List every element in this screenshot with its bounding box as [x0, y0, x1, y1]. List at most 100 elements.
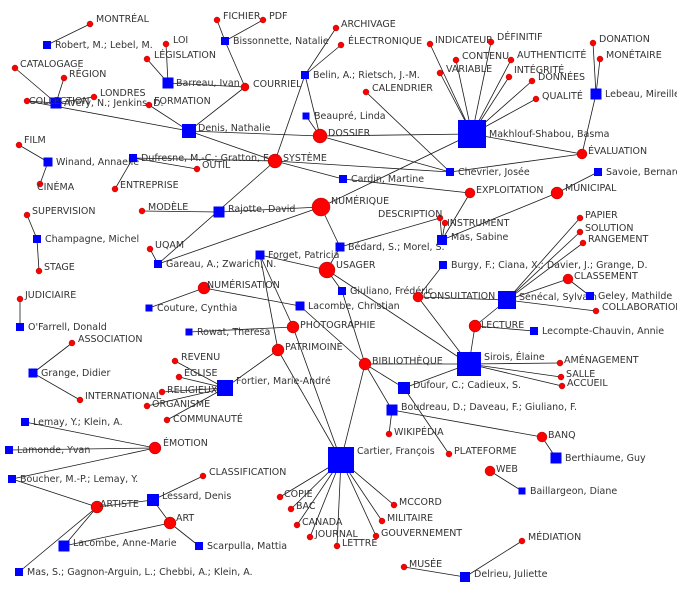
keyword-node-usager[interactable]: USAGER	[318, 260, 376, 279]
keyword-node-donation[interactable]: DONATION	[589, 34, 650, 47]
author-node-baillargeon[interactable]: Baillargeon, Diane	[518, 486, 618, 497]
keyword-node-entreprise[interactable]: ENTREPRISE	[111, 180, 179, 193]
keyword-node-contenu[interactable]: CONTENU	[452, 51, 509, 64]
keyword-node-judiciaire[interactable]: JUDICIAIRE	[16, 290, 76, 303]
keyword-node-banq[interactable]: BANQ	[536, 430, 576, 443]
author-node-dufresne[interactable]: Dufresne, M.-C.; Gratton, E.	[129, 153, 272, 164]
keyword-node-gouvernement[interactable]: GOUVERNEMENT	[372, 528, 462, 540]
author-node-avery[interactable]: Avery, N.; Jenkins, D.	[50, 97, 164, 110]
author-node-robert[interactable]: Robert, M.; Lebel, M.	[43, 40, 153, 51]
keyword-node-fichier[interactable]: FICHIER	[213, 11, 261, 24]
keyword-node-modele[interactable]: MODÈLE	[138, 201, 188, 215]
keyword-node-cinema[interactable]: CINÉMA	[36, 180, 75, 193]
keyword-node-electronique[interactable]: ÉLECTRONIQUE	[337, 35, 422, 49]
author-node-rowat[interactable]: Rowat, Theresa	[185, 327, 271, 338]
author-node-lecompte[interactable]: Lecompte-Chauvin, Annie	[530, 326, 664, 337]
author-node-mas[interactable]: Mas, Sabine	[437, 232, 509, 245]
author-node-gareau[interactable]: Gareau, A.; Zwarich, N.	[154, 259, 276, 270]
author-node-winand[interactable]: Winand, Annaelle	[43, 157, 140, 168]
keyword-node-systeme[interactable]: SYSTÈME	[267, 152, 327, 169]
author-node-forget[interactable]: Forget, Patricia	[255, 250, 340, 261]
keyword-node-monetaire[interactable]: MONÉTAIRE	[596, 49, 662, 63]
author-node-boucher[interactable]: Boucher, M.-P.; Lemay, Y.	[8, 474, 138, 485]
keyword-node-mediation[interactable]: MÉDIATION	[518, 531, 581, 545]
keyword-node-dossier[interactable]: DOSSIER	[312, 128, 371, 144]
author-node-couture[interactable]: Couture, Cynthia	[145, 303, 238, 314]
author-node-berthiaume[interactable]: Berthiaume, Guy	[550, 452, 647, 465]
keyword-node-collection[interactable]: COLLECTION	[23, 96, 90, 107]
keyword-node-papier[interactable]: PAPIER	[576, 210, 618, 222]
author-node-lamonde[interactable]: Lamonde, Yvan	[5, 445, 90, 456]
keyword-node-lecture[interactable]: LECTURE	[468, 319, 524, 333]
keyword-node-uqam[interactable]: UQAM	[146, 240, 184, 253]
keyword-node-rangement[interactable]: RANGEMENT	[579, 234, 648, 247]
author-node-cardin[interactable]: Cardin, Martine	[339, 174, 424, 185]
author-node-sirois[interactable]: Sirois, Élaine	[457, 351, 545, 376]
author-node-boudreau[interactable]: Boudreau, D.; Daveau, F.; Giuliano, F.	[386, 402, 577, 416]
keyword-node-archivage[interactable]: ARCHIVAGE	[332, 19, 396, 32]
keyword-node-numerisation[interactable]: NUMÉRISATION	[197, 279, 280, 295]
keyword-node-classement[interactable]: CLASSEMENT	[562, 271, 638, 285]
keyword-node-authenticite[interactable]: AUTHENTICITÉ	[507, 49, 586, 64]
keyword-node-description[interactable]: DESCRIPTION	[378, 209, 444, 222]
keyword-node-londres[interactable]: LONDRES	[90, 88, 146, 101]
keyword-node-art[interactable]: ART	[163, 513, 194, 530]
keyword-node-mccord[interactable]: MCCORD	[390, 497, 442, 509]
keyword-node-formation[interactable]: FORMATION	[145, 96, 211, 109]
keyword-node-donnees[interactable]: DONNÉES	[528, 71, 585, 85]
author-node-burgy[interactable]: Burgy, F.; Ciana, X.; Davier, J.; Grange…	[439, 260, 647, 271]
keyword-node-canada[interactable]: CANADA	[293, 517, 343, 529]
keyword-node-bibliotheque[interactable]: BIBLIOTHÈQUE	[358, 355, 443, 371]
author-node-mas_multi[interactable]: Mas, S.; Gagnon-Arguin, L.; Chebbi, A.; …	[15, 567, 253, 578]
keyword-node-eglise[interactable]: ÉGLISE	[175, 367, 218, 381]
keyword-node-film[interactable]: FILM	[15, 135, 46, 149]
keyword-node-bac[interactable]: BAC	[287, 501, 316, 513]
author-node-senecal[interactable]: Sénécal, Sylvain	[498, 291, 597, 309]
keyword-node-loi[interactable]: LOI	[162, 35, 188, 48]
keyword-node-solution[interactable]: SOLUTION	[576, 223, 633, 236]
author-node-giuliano[interactable]: Giuliano, Frédéric	[338, 286, 433, 297]
keyword-node-wikipedia[interactable]: WIKIPÉDIA	[385, 426, 444, 438]
keyword-node-integrite[interactable]: INTÉGRITÉ	[505, 64, 564, 81]
keyword-node-militaire[interactable]: MILITAIRE	[378, 513, 433, 525]
author-node-beaupre[interactable]: Beaupré, Linda	[302, 111, 386, 122]
keyword-node-qualite[interactable]: QUALITÉ	[532, 90, 583, 103]
author-node-fortier[interactable]: Fortier, Marie-André	[217, 376, 331, 396]
keyword-node-revenu[interactable]: REVENU	[171, 352, 220, 365]
author-node-belin[interactable]: Belin, A.; Rietsch, J.-M.	[301, 70, 420, 81]
author-node-savoie[interactable]: Savoie, Bernard	[594, 167, 677, 178]
keyword-node-patrimoine[interactable]: PATRIMOINE	[271, 342, 343, 357]
keyword-node-musee[interactable]: MUSÉE	[400, 558, 442, 571]
keyword-node-religieux[interactable]: RELIGIEUX	[158, 385, 218, 396]
author-node-delrieu[interactable]: Delrieu, Juliette	[460, 569, 548, 582]
keyword-node-association[interactable]: ASSOCIATION	[68, 334, 142, 347]
keyword-node-instrument[interactable]: INSTRUMENT	[441, 218, 510, 229]
author-node-lacombe_am[interactable]: Lacombe, Anne-Marie	[58, 538, 177, 552]
keyword-node-salle[interactable]: SALLE	[557, 369, 595, 381]
keyword-node-exploitation[interactable]: EXPLOITATION	[464, 185, 544, 199]
keyword-node-accueil[interactable]: ACCUEIL	[558, 378, 608, 390]
author-node-chevrier[interactable]: Chevrier, Josée	[446, 167, 530, 178]
keyword-node-copie[interactable]: COPIE	[276, 489, 313, 501]
keyword-node-emotion[interactable]: ÉMOTION	[148, 437, 208, 455]
author-node-dufour[interactable]: Dufour, C.; Cadieux, S.	[398, 380, 521, 394]
keyword-node-indicateur[interactable]: INDICATEUR	[426, 35, 493, 48]
keyword-node-plateforme[interactable]: PLATEFORME	[445, 446, 517, 458]
author-node-barreau[interactable]: Barreau, Ivan	[162, 77, 240, 90]
author-node-grange[interactable]: Grange, Didier	[28, 368, 111, 379]
keyword-node-international[interactable]: INTERNATIONAL	[76, 391, 162, 404]
keyword-node-pdf[interactable]: PDF	[259, 11, 288, 24]
keyword-node-definitif[interactable]: DÉFINITIF	[487, 31, 543, 46]
keyword-node-evaluation[interactable]: ÉVALUATION	[576, 145, 647, 160]
author-node-denis[interactable]: Denis, Nathalie	[182, 123, 271, 138]
keyword-node-region[interactable]: RÉGION	[60, 68, 106, 82]
keyword-node-web[interactable]: WEB	[484, 464, 518, 477]
author-node-rajotte[interactable]: Rajotte, David	[213, 204, 296, 218]
keyword-node-variable[interactable]: VARIABLE	[436, 64, 492, 77]
keyword-node-outil[interactable]: OUTIL	[193, 160, 231, 173]
author-node-lebeau[interactable]: Lebeau, Mireille	[590, 88, 677, 101]
author-node-cartier[interactable]: Cartier, François	[328, 446, 435, 473]
author-node-bissonnette[interactable]: Bissonnette, Natalie	[221, 36, 329, 47]
keyword-node-classification[interactable]: CLASSIFICATION	[199, 467, 286, 480]
author-node-lacombe_c[interactable]: Lacombe, Christian	[295, 301, 400, 312]
